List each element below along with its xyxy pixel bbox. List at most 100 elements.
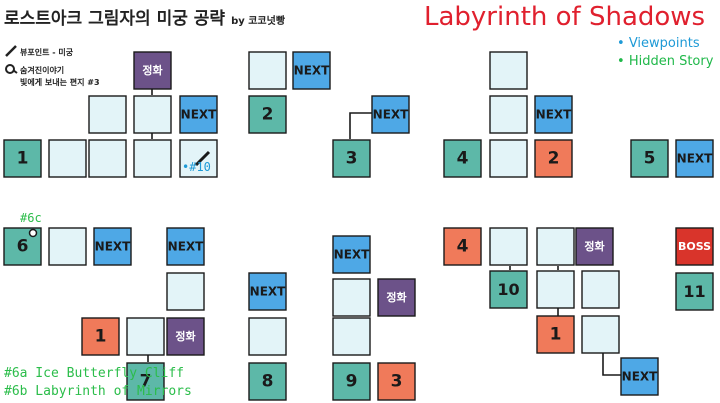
room-label-a-purify: 정화 <box>142 63 162 77</box>
room-i-3 <box>377 362 416 401</box>
room-empty-14 <box>332 278 371 317</box>
viewpoint-dot-icon: • <box>182 160 190 174</box>
room-j-1 <box>536 315 575 354</box>
room-empty-18 <box>536 270 575 309</box>
room-h-next <box>248 272 287 311</box>
sword-icon <box>194 150 211 167</box>
room-empty-4 <box>133 139 172 178</box>
hidden-story-dot-icon: • <box>617 54 625 69</box>
room-label-i-9: 9 <box>346 372 358 392</box>
room-i-next <box>332 235 371 274</box>
marker-10: •#10 <box>182 160 211 174</box>
room-label-d-4: 4 <box>457 149 469 169</box>
room-label-e-next: NEXT <box>677 152 713 166</box>
room-label-i-3: 3 <box>391 372 403 392</box>
room-k-11 <box>675 272 714 311</box>
room-g-next <box>166 227 205 266</box>
key-hidden-label-2: 빛에게 보내는 편지 #3 <box>20 78 100 87</box>
room-c-3 <box>332 139 371 178</box>
room-j-next <box>620 357 659 396</box>
room-label-g-purify: 정화 <box>175 329 195 343</box>
room-label-j-10: 10 <box>497 280 519 299</box>
room-label-g-next: NEXT <box>168 240 204 254</box>
room-g-7 <box>126 362 165 401</box>
room-a-1 <box>3 139 42 178</box>
sword-icon <box>5 45 17 57</box>
room-h-8 <box>248 362 287 401</box>
room-empty-11 <box>166 272 205 311</box>
room-empty-1 <box>133 95 172 134</box>
room-label-g-1: 1 <box>95 327 107 347</box>
room-empty-19 <box>581 270 620 309</box>
room-label-e-5: 5 <box>644 149 656 169</box>
room-j-10 <box>489 270 528 309</box>
room-g-1 <box>81 317 120 356</box>
key-icon <box>5 64 18 74</box>
room-b-next <box>292 51 331 90</box>
room-label-f-6: 6 <box>17 237 29 257</box>
legend-hidden-story: • Hidden Story <box>617 54 713 69</box>
room-f-next <box>93 227 132 266</box>
marker-10-label: #10 <box>189 160 211 174</box>
room-k-boss <box>675 227 714 266</box>
title-author: by 코코넛빵 <box>231 16 286 27</box>
room-empty-8 <box>489 95 528 134</box>
room-label-i-purify: 정화 <box>386 290 406 304</box>
room-label-j-purify: 정화 <box>584 239 604 253</box>
room-j-purify <box>575 227 614 266</box>
room-label-b-2: 2 <box>262 105 274 125</box>
room-b-2 <box>248 95 287 134</box>
room-label-k-boss: BOSS <box>678 240 711 253</box>
room-label-k-11: 11 <box>683 282 705 301</box>
room-label-c-3: 3 <box>346 149 358 169</box>
room-label-d-next: NEXT <box>536 108 572 122</box>
room-label-b-next: NEXT <box>294 64 330 78</box>
room-e-5 <box>630 139 669 178</box>
marker-6c: #6c <box>20 211 42 225</box>
room-label-c-next: NEXT <box>373 108 409 122</box>
room-a-purify <box>133 51 172 90</box>
key-hidden-label-1: 숨겨진이야기 <box>20 66 65 75</box>
room-empty-6 <box>248 51 287 90</box>
room-d-4 <box>443 139 482 178</box>
room-label-f-next: NEXT <box>95 240 131 254</box>
legend-viewpoints: • Viewpoints <box>617 36 700 51</box>
room-label-g-7: 7 <box>140 372 152 392</box>
room-empty-0 <box>88 95 127 134</box>
page-title-english: Labyrinth of Shadows <box>424 2 706 32</box>
room-label-i-next: NEXT <box>334 248 370 262</box>
hidden-story-icon <box>28 228 38 238</box>
room-i-purify <box>377 278 416 317</box>
room-empty-3 <box>88 139 127 178</box>
room-empty-5 <box>179 139 218 178</box>
room-empty-16 <box>489 227 528 266</box>
room-label-a-1: 1 <box>17 149 29 169</box>
legend-viewpoints-label: Viewpoints <box>628 36 700 51</box>
room-empty-15 <box>332 317 371 356</box>
room-label-a-next: NEXT <box>181 108 217 122</box>
key-viewpoint-label: 뷰포인트 - 미궁 <box>20 48 74 57</box>
room-j-4 <box>443 227 482 266</box>
room-label-d-2: 2 <box>548 149 560 169</box>
room-empty-10 <box>48 227 87 266</box>
legend-hidden-story-label: Hidden Story <box>628 54 714 69</box>
room-empty-17 <box>536 227 575 266</box>
room-e-next <box>675 139 714 178</box>
room-empty-13 <box>248 317 287 356</box>
room-empty-20 <box>581 315 620 354</box>
room-a-next <box>179 95 218 134</box>
room-empty-2 <box>48 139 87 178</box>
viewpoint-dot-icon: • <box>617 36 625 51</box>
room-c-next <box>371 95 410 134</box>
room-label-h-next: NEXT <box>250 285 286 299</box>
room-label-j-next: NEXT <box>622 370 658 384</box>
room-label-h-8: 8 <box>262 372 274 392</box>
room-empty-7 <box>489 51 528 90</box>
note-6b: #6b Labyrinth of Mirrors <box>4 384 192 399</box>
room-label-j-4: 4 <box>457 237 469 257</box>
room-empty-9 <box>489 139 528 178</box>
room-d-2 <box>534 139 573 178</box>
